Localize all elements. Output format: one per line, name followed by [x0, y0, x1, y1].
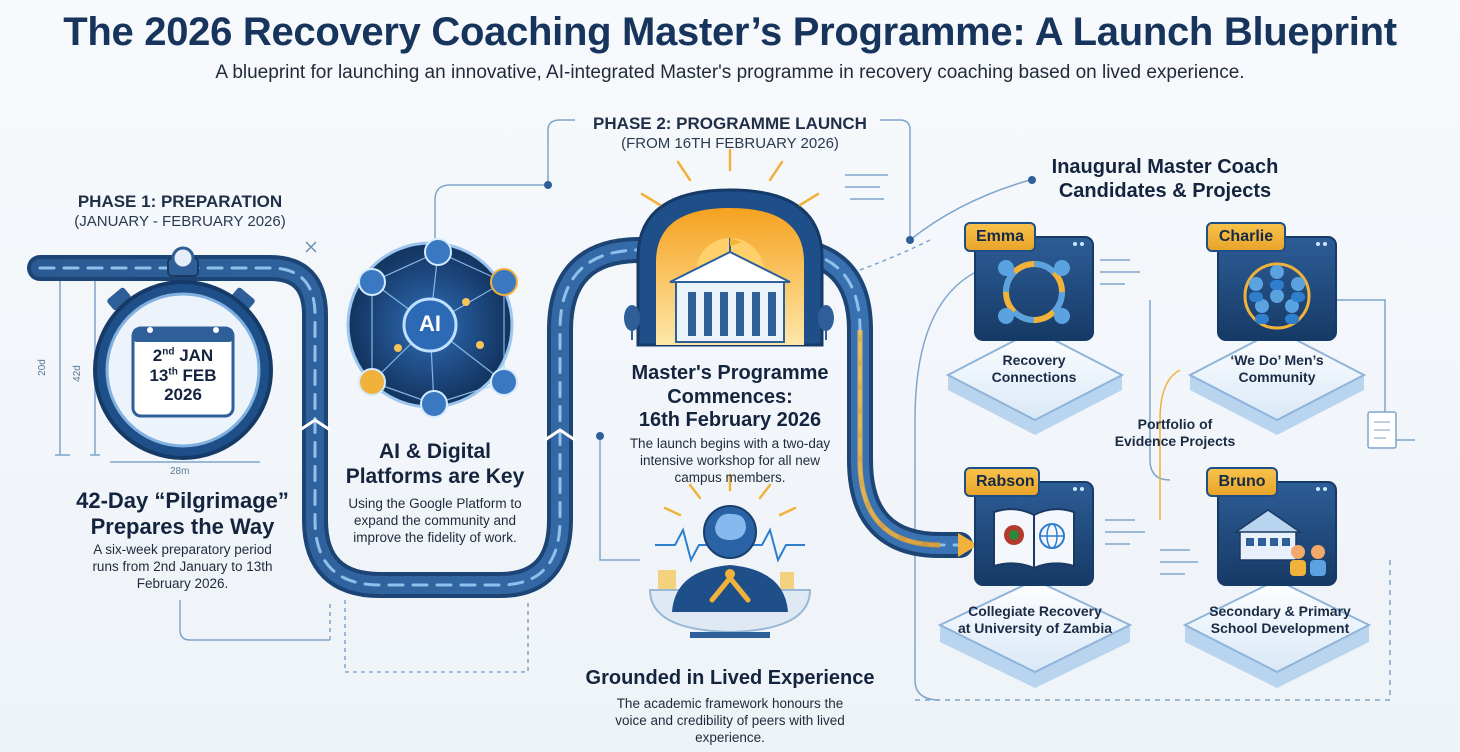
candidates-heading-line: Inaugural Master Coach [1051, 156, 1279, 178]
connector-dot [1028, 176, 1036, 184]
calendar-start-day: 2 [152, 346, 163, 365]
phase2-title-line: 16th February 2026 [638, 409, 822, 432]
lived-description-line: voice and credibility of peers with live… [615, 712, 845, 728]
project-label-collegiate-recovery: Collegiate Recovery at University of Zam… [950, 603, 1120, 637]
ai-title: AI & Digital Platforms are Key [330, 440, 540, 490]
project-label-line: Secondary & Primary [1209, 603, 1351, 619]
ai-description-line: expand the community and [353, 512, 517, 528]
lived-description: The academic framework honours the voice… [575, 696, 885, 747]
phase1-title: 42-Day “Pilgrimage” Prepares the Way [50, 488, 315, 540]
phase1-description: A six-week preparatory period runs from … [60, 542, 305, 593]
phase2-description: The launch begins with a two-day intensi… [605, 436, 855, 487]
phase1-dates: (JANUARY - FEBRUARY 2026) [74, 213, 286, 230]
project-label-line: Recovery [1002, 352, 1066, 368]
phase2-description-line: campus members. [674, 469, 786, 485]
connector-dot [544, 181, 552, 189]
phase2-heading: PHASE 2: PROGRAMME LAUNCH [593, 114, 867, 133]
portfolio-label-line: Evidence Projects [1114, 432, 1236, 449]
project-label-school-development: Secondary & Primary School Development [1195, 603, 1365, 637]
lived-description-line: experience. [695, 729, 765, 745]
phase1-title-line: Prepares the Way [90, 513, 275, 539]
project-label-line: School Development [1210, 619, 1350, 636]
phase1-description-line: A six-week preparatory period [93, 542, 272, 557]
ai-description-line: improve the fidelity of work. [353, 529, 517, 545]
ai-hub-label: AI [419, 311, 441, 336]
candidate-name-tag: Bruno [1206, 467, 1278, 497]
lived-title: Grounded in Lived Experience [585, 667, 875, 689]
dimension-label: 20d [36, 359, 48, 376]
stopwatch-icon [93, 246, 273, 460]
project-label-line: ‘We Do’ Men’s [1230, 352, 1324, 368]
ai-description-line: Using the Google Platform to [348, 496, 522, 511]
phase2-title: Master's Programme Commences: 16th Febru… [600, 362, 860, 433]
phase2-title-line: Master's Programme [631, 362, 829, 384]
phase1-title-line: 42-Day “Pilgrimage” [76, 488, 289, 513]
person-brain-icon [648, 473, 812, 638]
calendar-dates: 2nd JAN 13th FEB 2026 [136, 346, 230, 405]
ai-title-line: AI & Digital [378, 440, 491, 463]
candidate-name-tag: Emma [964, 222, 1036, 252]
candidates-heading-line: Candidates & Projects [1058, 179, 1272, 202]
calendar-start-suffix: nd [162, 346, 175, 358]
phase2-title-line: Commences: [667, 385, 793, 408]
ai-title-line: Platforms are Key [345, 464, 525, 488]
ai-description: Using the Google Platform to expand the … [330, 496, 540, 547]
candidate-cards-graphics [937, 236, 1397, 688]
calendar-end-suffix: th [168, 365, 178, 377]
calendar-end-day: 13 [149, 365, 169, 385]
candidates-heading: Inaugural Master Coach Candidates & Proj… [1020, 156, 1310, 203]
project-label-we-do-mens-community: ‘We Do’ Men’s Community [1210, 352, 1344, 386]
project-label-line: Connections [991, 368, 1077, 385]
phase1-description-line: February 2026. [136, 575, 229, 591]
phase1-heading: PHASE 1: PREPARATION [77, 192, 283, 211]
phase2-description-line: intensive workshop for all new [639, 452, 821, 468]
portfolio-label-line: Portfolio of [1137, 416, 1213, 432]
phase1-description-line: runs from 2nd January to 13th [92, 558, 273, 574]
calendar-end-month: FEB [182, 365, 217, 385]
project-label-line: Community [1238, 368, 1316, 385]
project-label-recovery-connections: Recovery Connections [975, 352, 1093, 386]
connector-dot [906, 236, 914, 244]
calendar-year: 2026 [164, 385, 202, 405]
phase2-description-line: The launch begins with a two-day [629, 436, 831, 451]
close-mark-icon [305, 241, 317, 253]
calendar-start-month: JAN [179, 346, 214, 365]
portfolio-label: Portfolio of Evidence Projects [1090, 416, 1260, 450]
project-label-line: at University of Zambia [957, 619, 1113, 636]
page-title: The 2026 Recovery Coaching Master’s Prog… [63, 10, 1397, 54]
page-subtitle: A blueprint for launching an innovative,… [215, 62, 1245, 83]
candidate-name-tag: Rabson [964, 467, 1040, 497]
dimension-label: 42d [71, 365, 83, 382]
phase2-dates: (FROM 16TH FEBRUARY 2026) [621, 135, 839, 152]
university-building-icon [624, 148, 834, 347]
connector-lines [55, 119, 1415, 701]
arrow-head-icon [958, 533, 978, 557]
candidate-name-tag: Charlie [1206, 222, 1286, 252]
lived-description-line: The academic framework honours the [616, 696, 844, 711]
document-icon [1367, 411, 1397, 449]
ai-network-icon [346, 238, 518, 418]
dimension-label: 28m [170, 466, 190, 477]
project-label-line: Collegiate Recovery [968, 603, 1102, 619]
connector-dot [596, 432, 604, 440]
